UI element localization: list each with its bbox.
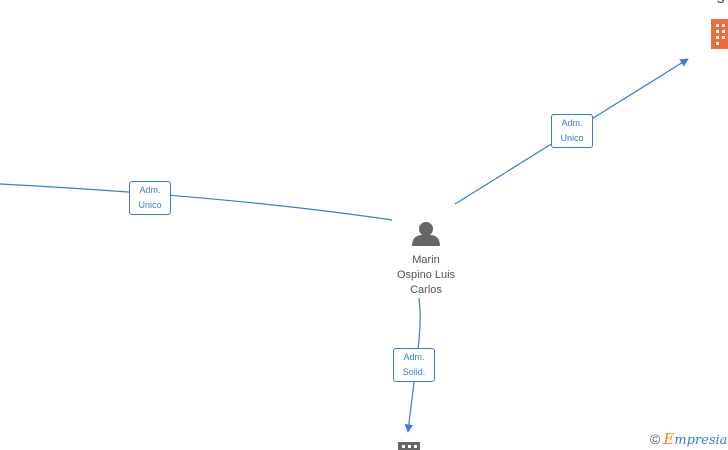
brand-logo-letter: E: [663, 430, 675, 448]
relation-label-left[interactable]: Adm. Unico: [129, 181, 171, 215]
person-icon[interactable]: [412, 222, 440, 246]
relation-line: Adm.: [561, 118, 583, 128]
person-name-line: Ospino Luis: [396, 269, 456, 281]
copyright-icon: ©: [650, 431, 661, 447]
relation-line: Solid.: [402, 367, 426, 377]
relation-line: Unico: [560, 133, 584, 143]
company-name-top-right[interactable]: S: [717, 0, 725, 6]
person-name-line: Marin: [412, 254, 440, 266]
building-icon[interactable]: [711, 19, 728, 49]
relation-line: Unico: [138, 200, 162, 210]
relation-label-bottom[interactable]: Adm. Solid.: [393, 348, 435, 382]
person-name-line: Carlos: [410, 284, 442, 296]
relation-line: Adm.: [403, 352, 425, 362]
footer-brand: ©Empresia: [650, 430, 727, 448]
edge-left: [0, 183, 393, 221]
relation-label-top-right[interactable]: Adm. Unico: [551, 114, 593, 148]
brand-name: mpresia: [674, 433, 728, 448]
building-icon[interactable]: [398, 442, 420, 450]
relation-line: Adm.: [139, 185, 161, 195]
person-name[interactable]: Marin Ospino Luis Carlos: [376, 253, 476, 298]
